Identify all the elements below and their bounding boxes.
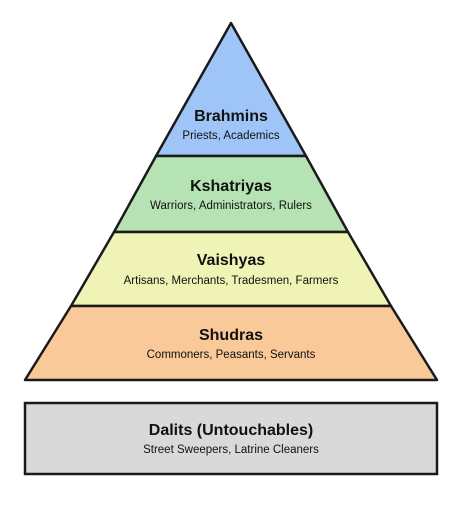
tier-kshatriyas-title: Kshatriyas (190, 178, 272, 195)
tier-brahmins-subtitle: Priests, Academics (182, 130, 279, 142)
tier-shudras-subtitle: Commoners, Peasants, Servants (147, 349, 316, 361)
base-dalits-title: Dalits (Untouchables) (149, 422, 313, 439)
tier-vaishyas-title: Vaishyas (197, 252, 266, 269)
tier-kshatriyas-subtitle: Warriors, Administrators, Rulers (150, 200, 312, 212)
base-dalits-box (23, 401, 439, 476)
tier-shudras-band (23, 304, 439, 382)
tier-brahmins-title: Brahmins (194, 108, 268, 125)
tier-shudras-title: Shudras (199, 327, 263, 344)
base-dalits-subtitle: Street Sweepers, Latrine Cleaners (143, 444, 319, 456)
tier-vaishyas-band (69, 230, 393, 308)
tier-vaishyas-subtitle: Artisans, Merchants, Tradesmen, Farmers (124, 275, 339, 287)
